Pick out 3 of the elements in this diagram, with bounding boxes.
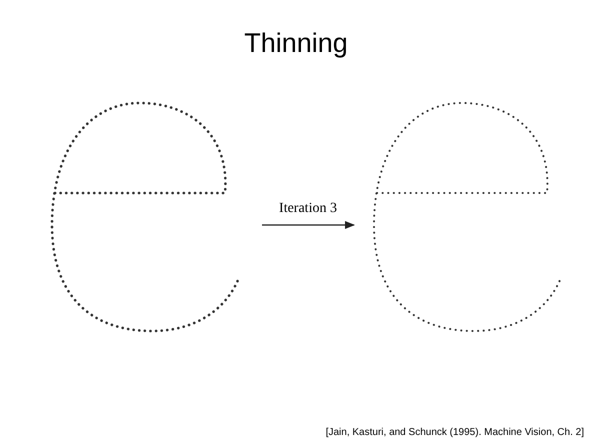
- citation-caption: [Jain, Kasturi, and Schunck (1995). Machine Vision, Ch. 2]: [326, 427, 584, 438]
- arrow: [262, 221, 355, 229]
- slide-title: Thinning: [244, 28, 348, 58]
